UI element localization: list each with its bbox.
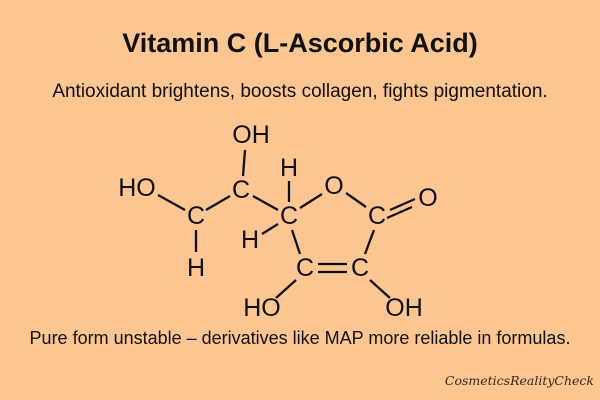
bond	[345, 192, 367, 208]
watermark: CosmeticsRealityCheck	[444, 373, 594, 388]
atom-o-carbonyl: O	[418, 184, 437, 212]
atom-c4: C	[296, 254, 314, 282]
bond	[205, 195, 231, 211]
atom-ho-left: HO	[118, 174, 156, 202]
bond	[389, 197, 416, 212]
atom-oh-top: OH	[232, 121, 270, 149]
atom-c1: C	[187, 202, 205, 230]
atom-c2: C	[232, 176, 250, 204]
atom-ho-bottom: HO	[243, 294, 281, 322]
atom-h-top: H	[280, 154, 298, 182]
bond	[241, 149, 247, 177]
bond	[275, 279, 297, 299]
atom-oh-bottom: OH	[385, 294, 423, 322]
bond	[363, 229, 376, 255]
atom-c3: C	[280, 202, 298, 230]
bond	[252, 194, 279, 212]
atom-h-left: H	[241, 226, 259, 254]
atom-c-carbonyl: C	[368, 202, 386, 230]
subtitle: Antioxidant brightens, boosts collagen, …	[52, 81, 548, 102]
stability-note: Pure form unstable – derivatives like MA…	[29, 328, 571, 348]
atom-c5: C	[351, 254, 369, 282]
bond	[369, 279, 391, 299]
bond	[261, 223, 279, 235]
atom-h-c1: H	[187, 254, 205, 282]
bond	[290, 229, 302, 255]
bond	[386, 205, 413, 220]
bonds	[157, 149, 416, 299]
bond	[157, 193, 186, 212]
page-title: Vitamin C (L-Ascorbic Acid)	[122, 28, 478, 58]
atom-o-ring: O	[324, 172, 343, 200]
bond	[299, 193, 323, 209]
